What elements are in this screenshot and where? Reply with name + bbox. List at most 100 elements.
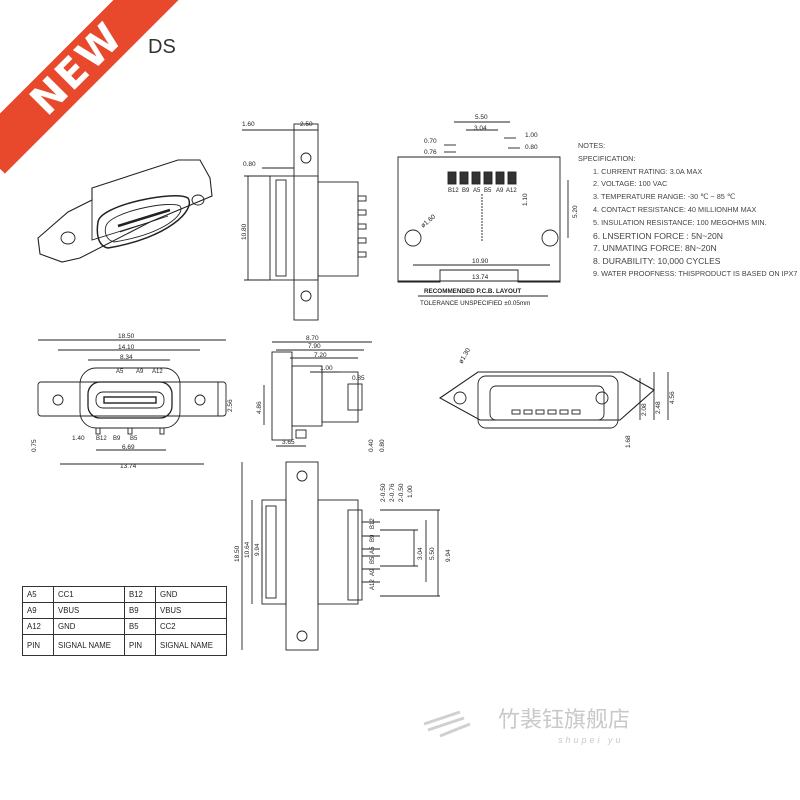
spec-line: 9. WATER PROOFNESS: THISPRODUCT IS BASED… [593, 268, 798, 278]
dim-mid-870: 8.70 [306, 335, 319, 342]
table-cell: CC2 [155, 618, 227, 635]
spec-heading: SPECIFICATION: [578, 153, 636, 163]
dim-mid-720: 7.20 [314, 352, 327, 359]
pcb-pin-label: A5 [473, 188, 481, 194]
pcb-layout [397, 121, 569, 297]
dim-bottom-994: 9.94 [254, 543, 261, 556]
notes-heading: NOTES: [578, 141, 606, 150]
dim-bottom-304: 3.04 [417, 547, 424, 560]
dim-mid-790: 7.90 [308, 343, 321, 350]
dim-pcb-phi160: ø1.60 [420, 213, 438, 229]
table-cell: B9 [124, 602, 156, 619]
dim-mid-040: 0.40 [368, 439, 375, 452]
side-view-top [242, 123, 367, 321]
pcb-tolerance: TOLERANCE UNSPECIFIED ±0.05mm [420, 300, 530, 307]
table-cell: VBUS [53, 602, 125, 619]
front-pin-labels: A5 A9 A12 B12 B9 B5 [96, 369, 163, 442]
bottom-pin-label: B5 [370, 556, 376, 564]
pcb-pin-labels: B12 B9 A5 B5 A9 A12 [448, 188, 517, 194]
dim-persp-phi130: ø1.30 [458, 347, 473, 365]
table-row: A9 VBUS B9 VBUS [22, 602, 227, 619]
watermark-store-name: 竹裴钰旗舰店 [498, 708, 631, 733]
dim-side-080: 0.80 [243, 161, 256, 168]
dim-front-1374: 13.74 [120, 463, 137, 470]
bottom-view [241, 461, 440, 651]
dim-mid-100: 1.00 [320, 365, 333, 372]
dim-front-1850: 18.50 [118, 333, 135, 340]
front-pin-label: A5 [116, 369, 124, 375]
bottom-pin-label: A5 [370, 546, 376, 554]
spec-line: 3. TEMPERATURE RANGE: -30 ℃ ~ 85 ℃ [593, 192, 736, 202]
bottom-pin-label: A9 [370, 568, 376, 576]
dim-pcb-1090: 10.90 [472, 258, 489, 265]
bottom-pin-label: B9 [370, 534, 376, 542]
dim-persp-456: 4.56 [669, 391, 676, 404]
dim-persp-208: 2.08 [641, 403, 648, 416]
table-cell: B12 [124, 586, 156, 603]
dim-bottom-1850: 18.50 [234, 545, 241, 562]
pin-assignment-table: A5 CC1 B12 GND A9 VBUS B9 VBUS A12 GND B… [22, 586, 227, 656]
dim-side-1080: 10.80 [241, 223, 248, 240]
front-pin-label: B5 [130, 436, 138, 442]
spec-line: 7. UNMATING FORCE: 8N~20N [593, 243, 717, 254]
dim-front-1410: 14.10 [118, 344, 135, 351]
dim-front-256: 2.56 [227, 399, 234, 412]
front-view [37, 339, 227, 465]
perspective-front-view [438, 371, 669, 429]
dim-pcb-304: 3.04 [474, 125, 487, 132]
dim-pcb-076: 0.76 [424, 149, 437, 156]
table-cell: B5 [124, 618, 156, 635]
table-row: A5 CC1 B12 GND [22, 586, 227, 603]
bottom-pin-label: A12 [370, 579, 376, 590]
dim-persp-248: 2.48 [655, 401, 662, 414]
dim-pcb-1374: 13.74 [472, 274, 489, 281]
dim-mid-080: 0.80 [379, 439, 386, 452]
table-cell: CC1 [53, 586, 125, 603]
pcb-pin-label: B5 [484, 188, 492, 194]
pcb-pin-label: A12 [506, 188, 517, 194]
pcb-pin-label: A9 [496, 188, 504, 194]
dim-side-250: 2.50 [300, 121, 313, 128]
pcb-title: RECOMMENDED P.C.B. LAYOUT [424, 288, 521, 295]
watermark-logo-icon [423, 710, 471, 738]
table-row: PIN SIGNAL NAME PIN SIGNAL NAME [22, 634, 227, 656]
front-pin-label: B12 [96, 436, 107, 442]
front-pin-label: B9 [113, 436, 121, 442]
table-cell: A5 [22, 586, 54, 603]
table-cell: VBUS [155, 602, 227, 619]
table-cell: GND [155, 586, 227, 603]
table-cell: A12 [22, 618, 54, 635]
dim-front-834: 8.34 [120, 354, 133, 361]
dim-pcb-520: 5.20 [572, 205, 579, 218]
table-cell: PIN [124, 634, 156, 656]
spec-line: 1. CURRENT RATING: 3.0A MAX [593, 166, 703, 176]
table-row: A12 GND B5 CC2 [22, 618, 227, 635]
dim-persp-168: 1.68 [625, 435, 632, 448]
side-view-middle [263, 341, 372, 447]
spec-line: 8. DURABILITY: 10,000 CYCLES [593, 256, 721, 267]
dim-front-140: 1.40 [72, 435, 85, 442]
spec-line: 2. VOLTAGE: 100 VAC [593, 179, 668, 189]
table-cell: PIN [22, 634, 54, 656]
pcb-pin-label: B9 [462, 188, 470, 194]
bottom-pin-labels: B12 B9 A5 B5 A9 A12 [370, 518, 376, 590]
dim-mid-085: 0.85 [352, 375, 365, 382]
dim-mid-365: 3.65 [282, 439, 295, 446]
dim-side-160: 1.60 [242, 121, 255, 128]
dim-bottom-050b: 2-0.50 [398, 483, 405, 502]
spec-line: 6. LNSERTION FORCE : 5N~20N [593, 230, 723, 241]
table-cell: SIGNAL NAME [53, 634, 125, 656]
dim-front-669: 6.69 [122, 444, 135, 451]
dim-bottom-050: 2-0.50 [380, 483, 387, 502]
dim-bottom-076: 2-0.76 [389, 483, 396, 502]
front-pin-label: A12 [152, 369, 163, 375]
dim-bottom-994b: 9.94 [445, 549, 452, 562]
dim-pcb-100: 1.00 [525, 132, 538, 139]
spec-notes: NOTES: SPECIFICATION: 1. CURRENT RATING:… [578, 140, 798, 281]
corner-label: DS [148, 36, 176, 58]
dim-pcb-070: 0.70 [424, 138, 437, 145]
bottom-pin-label: B12 [370, 518, 376, 529]
dim-pcb-110: 1.10 [522, 193, 529, 206]
dim-bottom-100: 1.00 [407, 485, 414, 498]
